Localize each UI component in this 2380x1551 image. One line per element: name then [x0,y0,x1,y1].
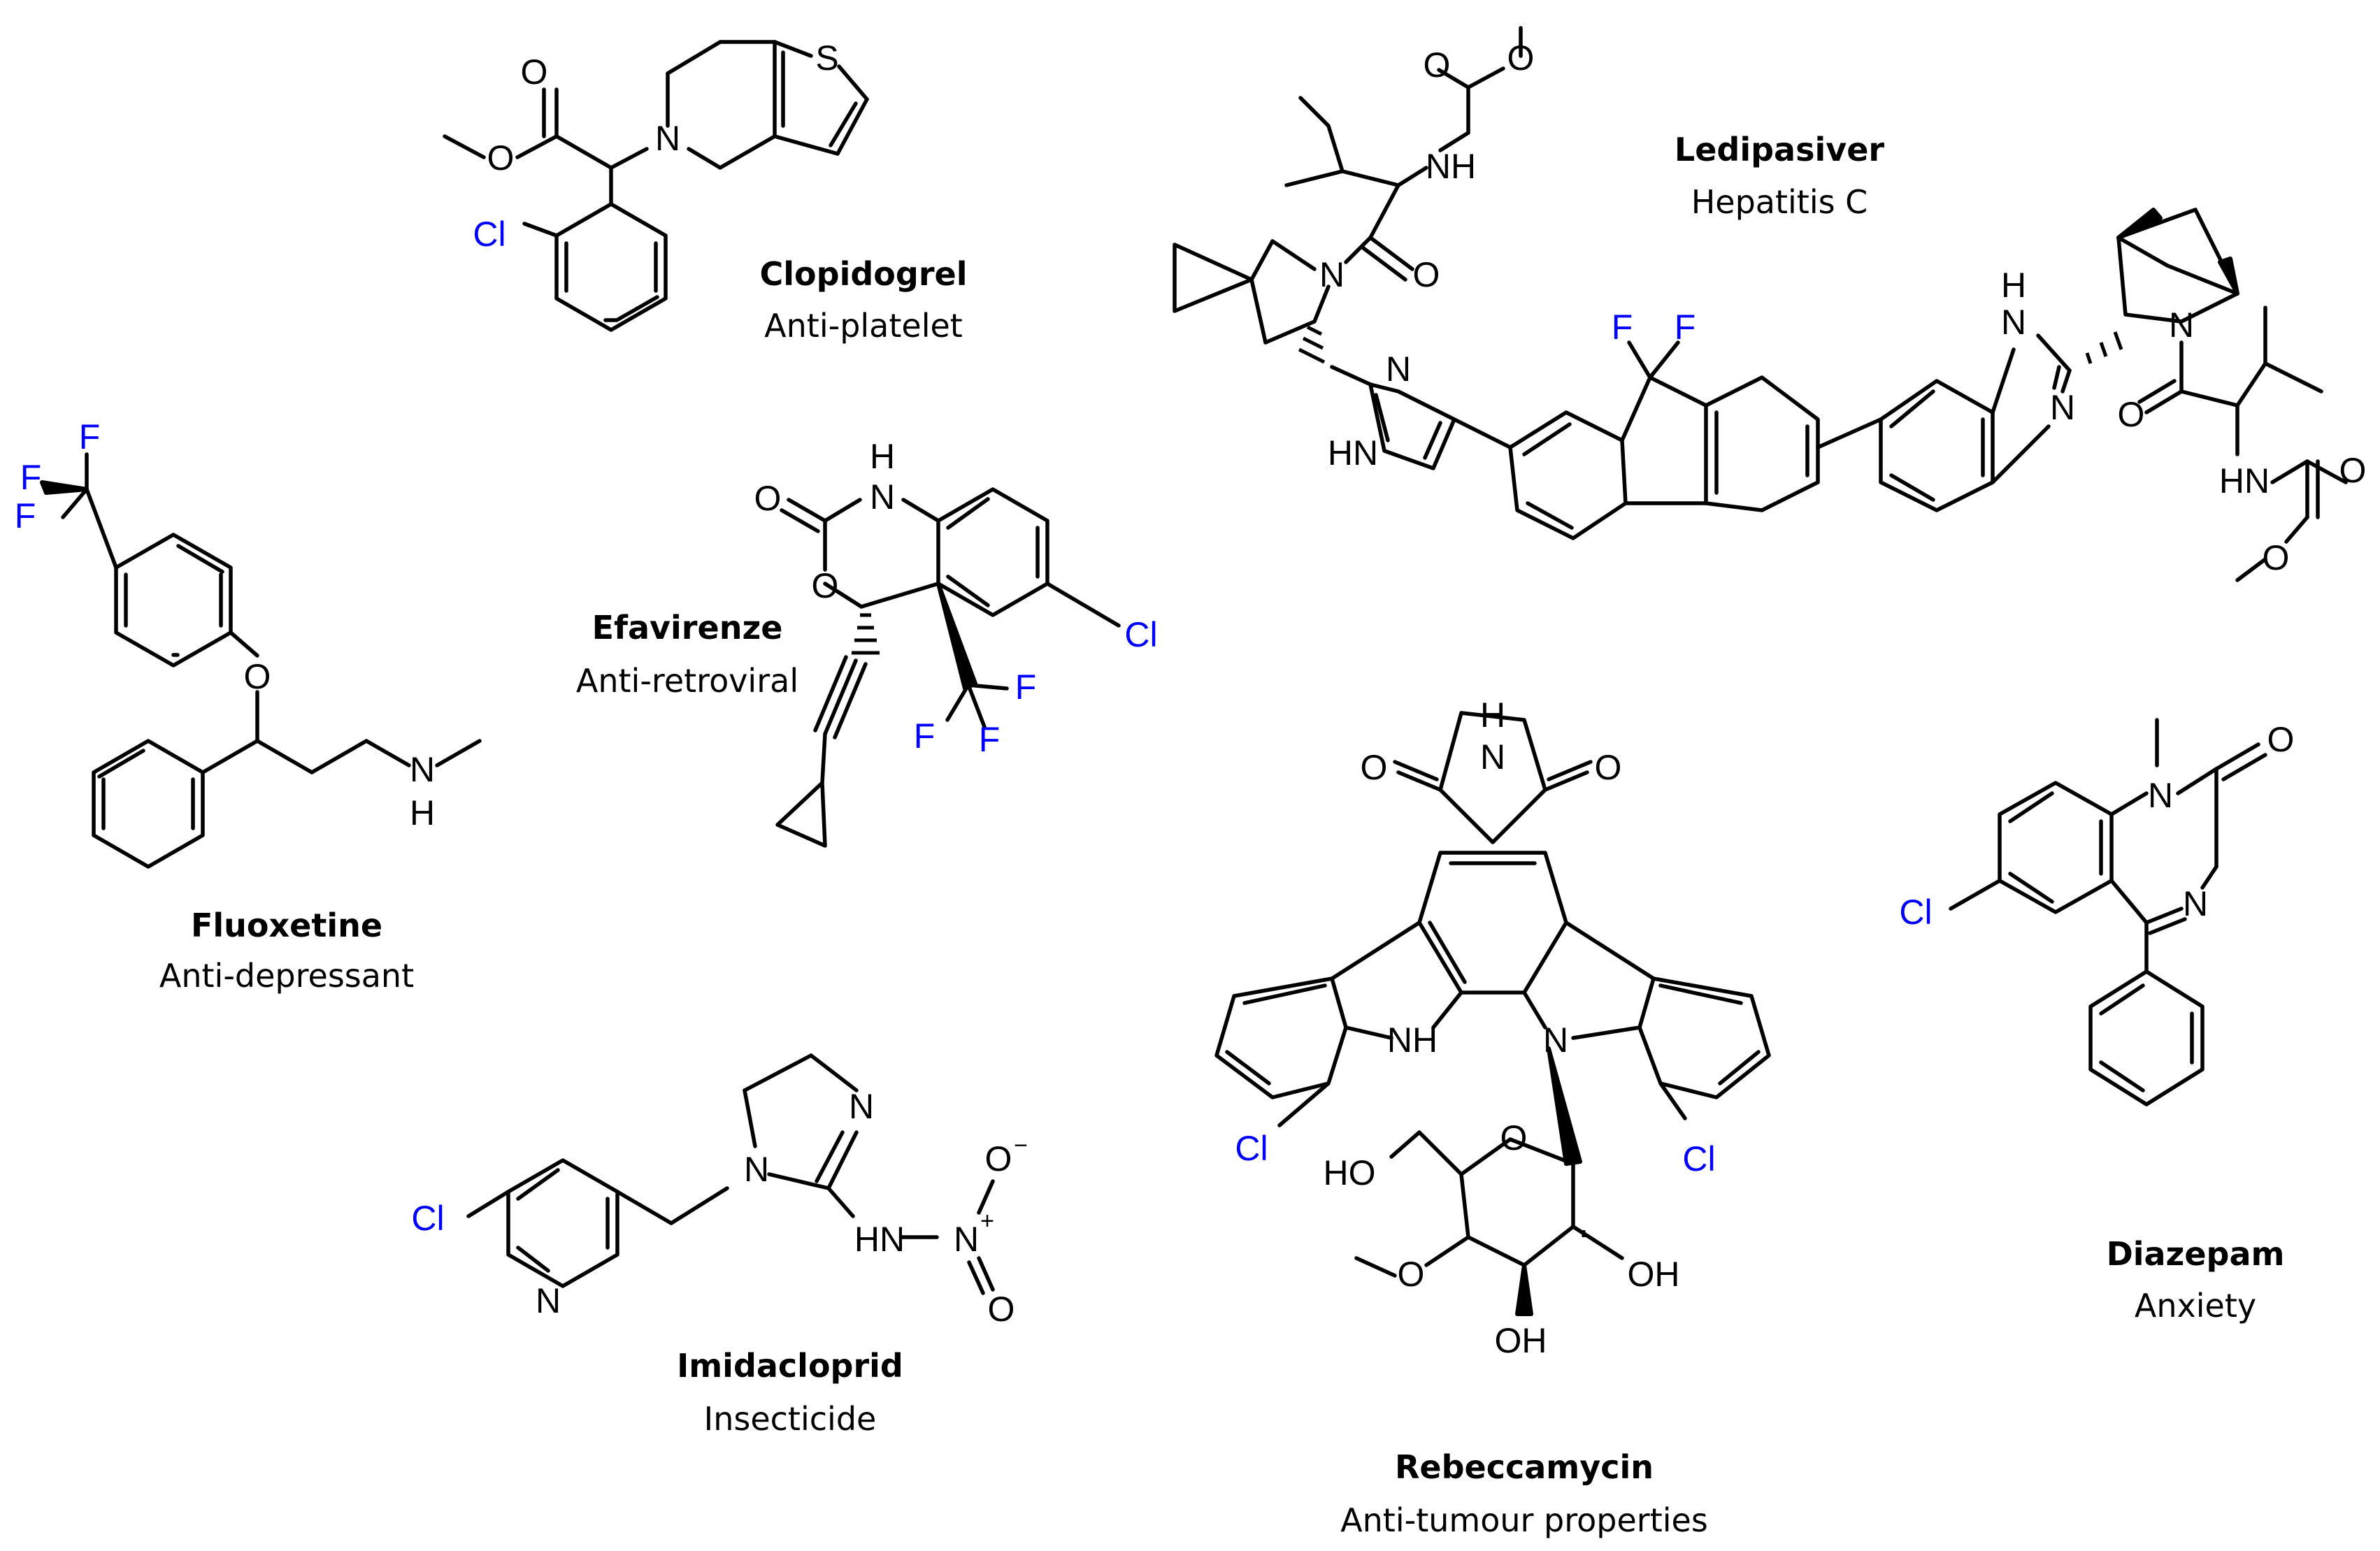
imide-h: H [1480,695,1505,735]
chlorine-atom: Cl [1899,893,1932,932]
carbamate-nh-l: NH [1426,147,1476,186]
efavirenz-use: Anti-retroviral [576,662,798,700]
rebeccamycin-name: Rebeccamycin [1395,1448,1654,1486]
carbonyl-oxygen: O [2267,720,2295,759]
chlorine-atom: Cl [1124,615,1157,654]
fluorine-atom-3: F [15,496,36,535]
minus-charge: − [1014,1132,1028,1159]
ring-hydrogen: H [870,437,895,476]
benzimidazole-h: H [2001,266,2026,305]
carbamate-oxygen-l2: O [1507,38,1535,78]
rebeccamycin-use: Anti-tumour properties [1340,1501,1708,1539]
amide-oxygen-r: O [2118,395,2145,434]
efavirenz-structure: H N O O Cl F F F Efavirenze Anti-retrovi… [576,437,1158,848]
amine-nitrogen: N [655,119,680,158]
carbamate-oxygen-r2: O [2263,538,2290,577]
imidacloprid-use: Insecticide [704,1400,877,1438]
imidazole-nh-1: HN [1328,433,1378,472]
amide-nitrogen: N [2148,776,2173,815]
plus-charge: + [980,1208,994,1234]
imide-nitrogen: N [1480,737,1505,777]
sugar-ring-oxygen: O [1500,1118,1528,1157]
carbonyl-oxygen: O [521,52,548,92]
ring-nitrogen: N [870,477,895,517]
amine-nh: HN [854,1220,905,1259]
amine-hydrogen: H [410,793,435,832]
clopidogrel-name: Clopidogrel [760,255,968,293]
carbonyl-oxygen: O [754,479,782,518]
carbamate-nh-r: HN [2219,461,2270,500]
indole-nitrogen: N [1543,1020,1568,1060]
chlorine-atom-2: Cl [1682,1139,1715,1178]
clopidogrel-structure: O O N S Cl Clopidogrel Anti-platelet [443,38,968,345]
fluoxetine-use: Anti-depressant [159,957,414,995]
ledipasvir-use: Hepatitis C [1691,183,1868,221]
diazepam-use: Anxiety [2135,1287,2256,1325]
imine-nitrogen: N [2183,884,2208,923]
fluoxetine-name: Fluoxetine [191,907,382,944]
diazepam-structure: N O N Cl Diazepam Anxiety [1899,718,2295,1325]
fluorine-atom-1: F [79,417,101,456]
sulfur-atom: S [815,38,838,78]
imidacloprid-name: Imidacloprid [677,1347,903,1385]
fluorine-atom-2: F [979,720,1001,759]
methoxy-oxygen: O [1398,1255,1425,1294]
pyrrolidine-nitrogen: N [1319,255,1345,294]
hydroxy-2: OH [1495,1321,1547,1360]
imidacloprid-structure: Cl N N N HN N + O − O Imidacloprid Insec… [411,1053,1028,1438]
ring-nitrogen-2: N [849,1087,874,1126]
imide-oxygen-2: O [1595,748,1622,787]
carbamate-oxygen-r1: O [2339,451,2367,490]
hydroxymethyl-oh: HO [1324,1153,1376,1192]
imide-oxygen-1: O [1361,748,1388,787]
benzimidazole-nitrogen: N [2050,388,2075,427]
pyridine-nitrogen: N [536,1281,561,1320]
nitro-nitrogen: N [954,1220,979,1259]
imidazole-nitrogen-1: N [1386,349,1411,389]
clopidogrel-use: Anti-platelet [764,307,963,345]
chlorine-atom-1: Cl [1235,1129,1268,1168]
fluoxetine-structure: F F F O N H Fluoxetine Anti-depressant [15,417,482,995]
ester-oxygen: O [487,138,515,178]
fluorine-atom-3: F [914,716,935,756]
carbamate-oxygen-l1: O [1424,45,1451,85]
hydroxy-1: OH [1628,1255,1680,1294]
bicyclic-nitrogen: N [2169,305,2194,345]
rebeccamycin-structure: H N O O NH N Cl Cl O HO OH OH O Rebeccam… [1214,695,1771,1539]
efavirenz-name: Efavirenze [592,609,783,647]
fluorine-atom-2: F [20,458,42,497]
amide-oxygen-l: O [1413,255,1440,294]
fluorine-atom-2: F [1675,308,1696,347]
diazepam-name: Diazepam [2107,1235,2285,1273]
nitro-oxygen-1: O [985,1139,1012,1178]
fluorine-atom-1: F [1015,668,1037,707]
ledipasvir-name: Ledipasiver [1675,131,1885,168]
ring-oxygen: O [812,566,839,605]
nitro-oxygen-2: O [988,1290,1015,1329]
ledipasvir-structure: O O NH O N N HN F F H N N N O HN O O Led… [1173,26,2367,582]
ring-nitrogen-1: N [744,1150,769,1189]
benzimidazole-nh: N [2001,303,2026,342]
ether-oxygen: O [244,657,271,696]
indole-nh: NH [1387,1020,1438,1060]
chlorine-atom: Cl [411,1199,444,1238]
amine-nitrogen: N [410,750,435,789]
chlorine-atom: Cl [473,215,506,254]
fluorine-atom-1: F [1612,308,1633,347]
